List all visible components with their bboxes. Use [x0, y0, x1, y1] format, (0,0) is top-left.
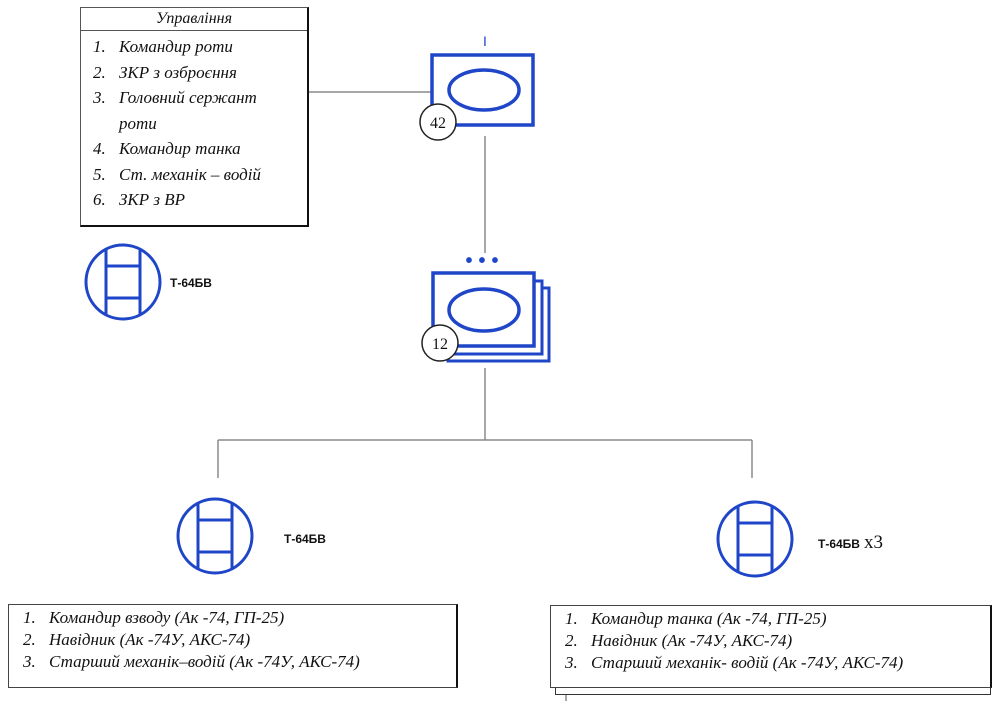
armor-ellipse-icon [447, 68, 521, 112]
management-title: Управління [81, 8, 307, 31]
item-number: 1. [565, 609, 578, 628]
count-circle [421, 324, 459, 362]
management-item: 4. Командир танка [81, 136, 307, 162]
platoons-symbol: ••• 12 [421, 250, 551, 363]
item-text: Навідник (Ак -74У, АКС-74) [591, 631, 793, 650]
crew-item: 2. Навідник (Ак -74У, АКС-74) [551, 630, 990, 652]
item-text: Старший механік- водій (Ак -74У, АКС-74) [591, 653, 904, 672]
company-hq-symbol: I 42 [419, 33, 535, 141]
tank-icon [716, 500, 794, 578]
item-text: Командир танка (Ак -74, ГП-25) [591, 609, 827, 628]
management-list: 1. Командир роти 2. ЗКР з озброєння 3. Голо… [81, 31, 307, 213]
item-text: Ст. механік – водій [119, 164, 261, 184]
crew-list: 1. Командир танка (Ак -74, ГП-25) 2. Навід… [551, 606, 990, 674]
item-number: 2. [23, 630, 36, 649]
count-label: 42 [430, 115, 446, 132]
crew-box-platoon-leader: 1. Командир взводу (Ак -74, ГП-25) 2. Наві… [8, 604, 458, 688]
tank-icon [84, 243, 162, 321]
tank-label-hq: Т-64БВ [170, 276, 212, 290]
crew-item: 1. Командир танка (Ак -74, ГП-25) [551, 608, 990, 630]
management-panel: Управління 1. Командир роти 2. ЗКР з озбро… [80, 7, 309, 227]
count-circle [419, 103, 457, 141]
management-item: 1. Командир роти [81, 34, 307, 60]
item-number: 3. [93, 88, 106, 107]
item-number: 1. [23, 608, 36, 627]
item-number: 4. [93, 139, 106, 158]
item-number: 5. [93, 164, 106, 184]
management-item: 6. ЗКР з ВР [81, 187, 307, 213]
item-number: 3. [565, 653, 578, 672]
crew-item: 1. Командир взводу (Ак -74, ГП-25) [9, 607, 456, 629]
echelon-marker: ••• [465, 250, 504, 272]
item-text: Навідник (Ак -74У, АКС-74) [49, 630, 251, 649]
item-text: Командир взводу (Ак -74, ГП-25) [49, 608, 285, 627]
item-text: Головний сержант [119, 88, 257, 107]
echelon-marker: I [483, 33, 487, 49]
tank-icon [176, 497, 254, 575]
crew-list: 1. Командир взводу (Ак -74, ГП-25) 2. Наві… [9, 605, 456, 673]
crew-item: 2. Навідник (Ак -74У, АКС-74) [9, 629, 456, 651]
tank-model: Т-64БВ [818, 537, 860, 551]
count-label: 12 [432, 336, 448, 353]
management-item: 5. Ст. механік – водій [81, 162, 307, 188]
item-text: Старший механік–водій (Ак -74У, АКС-74) [49, 652, 360, 671]
management-item: 2. ЗКР з озброєння [81, 60, 307, 86]
item-number: 2. [565, 631, 578, 650]
item-number: 3. [23, 652, 36, 671]
item-number: 1. [93, 37, 106, 56]
item-text-continuation: роти [119, 113, 157, 133]
management-item: 3. Головний сержант роти [81, 85, 307, 136]
tank-multiplier: х3 [863, 532, 883, 553]
item-text: Командир танка [119, 139, 241, 158]
item-number: 6. [93, 190, 106, 209]
crew-box-tank: 1. Командир танка (Ак -74, ГП-25) 2. Навід… [550, 605, 992, 688]
armor-ellipse-icon [447, 287, 521, 333]
tank-label-platoon-leader: Т-64БВ [284, 532, 326, 546]
connector-lines [217, 91, 753, 701]
crew-item: 3. Старший механік- водій (Ак -74У, АКС-7… [551, 652, 990, 674]
item-number: 2. [93, 62, 106, 82]
item-text: ЗКР з озброєння [119, 62, 237, 82]
crew-item: 3. Старший механік–водій (Ак -74У, АКС-74… [9, 651, 456, 673]
item-text: ЗКР з ВР [119, 190, 185, 209]
item-text: Командир роти [119, 37, 233, 56]
